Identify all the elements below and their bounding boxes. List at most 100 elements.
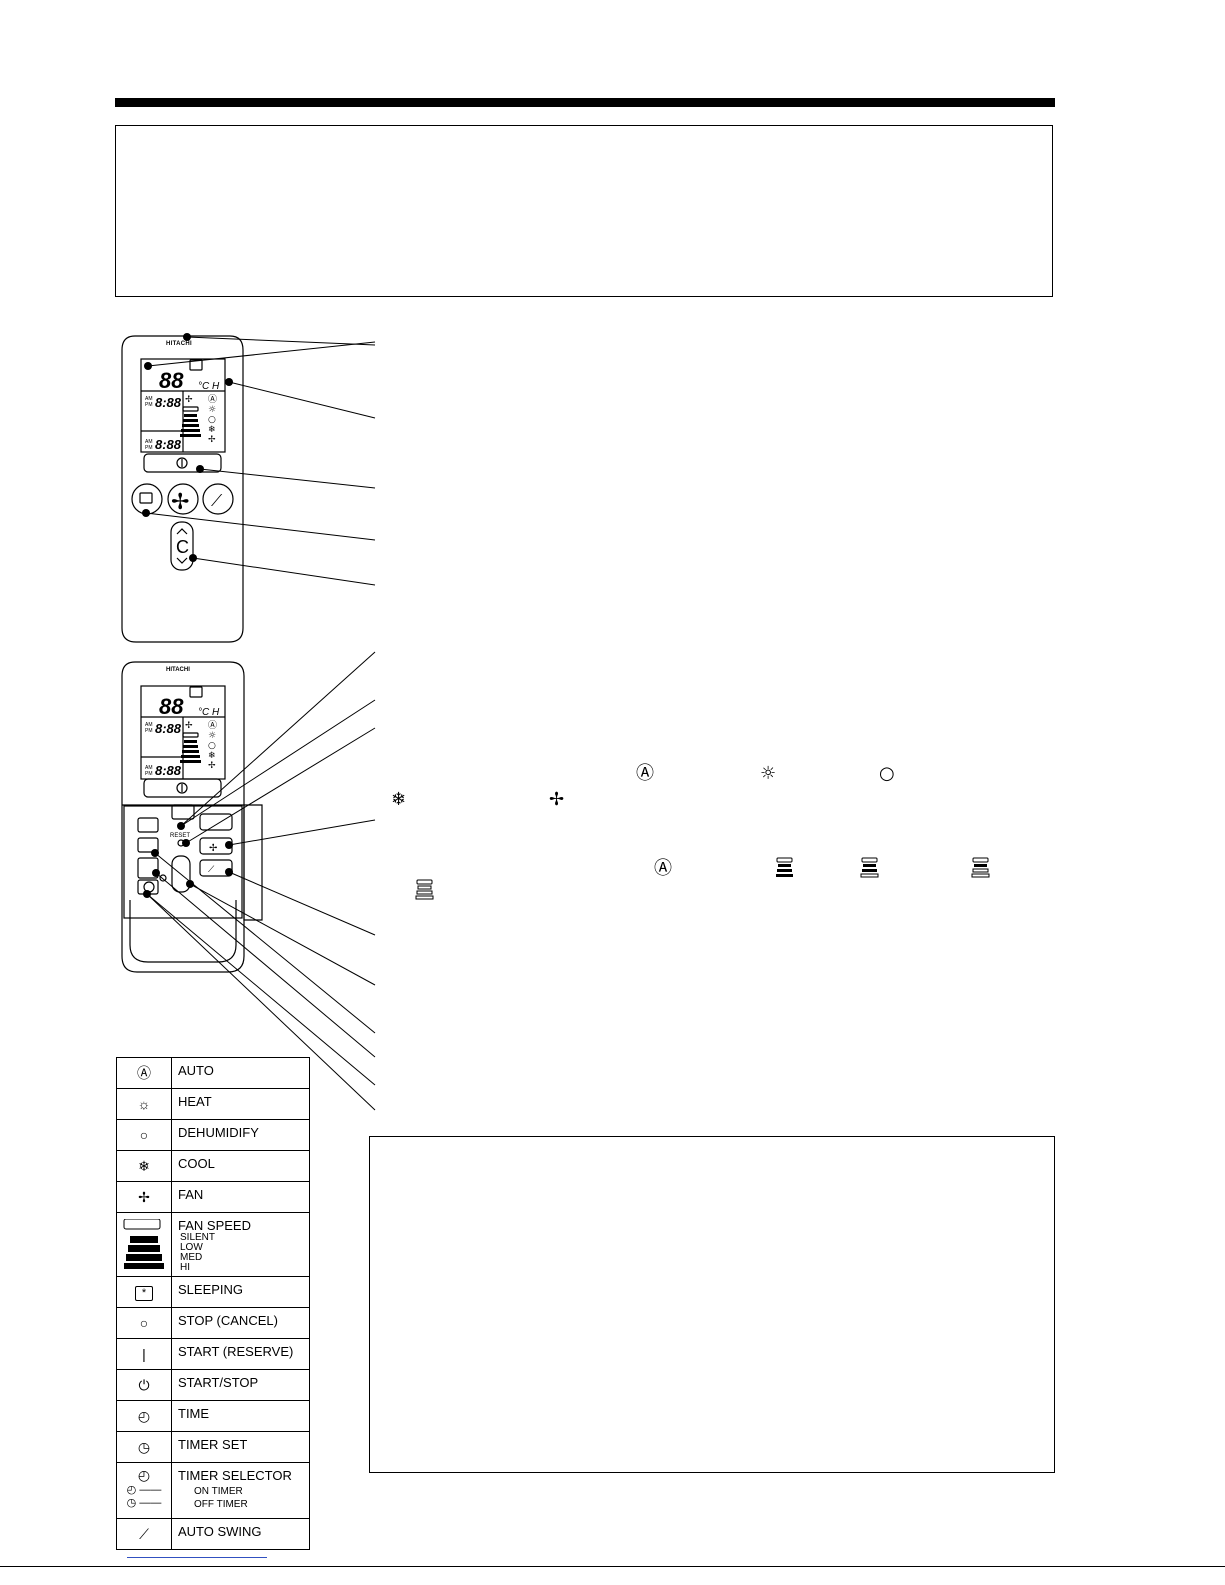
svg-text:Ⓐ: Ⓐ [208, 720, 217, 731]
legend-row: * SLEEPING [116, 1276, 310, 1308]
svg-text:°C H: °C H [198, 707, 220, 718]
legend-label: FAN [171, 1181, 310, 1213]
fan-icon: ✢ [116, 1181, 172, 1213]
dehumidify-icon: ○ [116, 1119, 172, 1151]
header-rule [115, 98, 1055, 107]
svg-text:AM: AM [145, 396, 153, 402]
svg-text:⟋: ⟋ [208, 865, 215, 875]
svg-text:✢: ✢ [171, 490, 189, 515]
legend-row: ❄ COOL [116, 1150, 310, 1182]
legend-label: TIMER SELECTOR ON TIMER OFF TIMER [171, 1462, 310, 1519]
inline-cool-icon: ❄ [391, 789, 406, 810]
legend-label: COOL [171, 1150, 310, 1182]
legend-row: ◴ TIME [116, 1400, 310, 1432]
stop-icon: ○ [116, 1307, 172, 1339]
svg-text:PM: PM [145, 728, 153, 734]
auto-swing-icon: ⟋ [116, 1518, 172, 1550]
inline-heat-icon: ☼ [760, 763, 776, 784]
footer-link-underline [127, 1557, 267, 1558]
svg-text:⟋: ⟋ [211, 491, 223, 510]
fan-speed-hi: HI [180, 1262, 190, 1273]
legend-label: DEHUMIDIFY [171, 1119, 310, 1151]
timer-selector-icon: ◴ ◴ —— ◷ —— [116, 1462, 172, 1519]
legend-row: ✢ FAN [116, 1181, 310, 1213]
legend-row: ☼ HEAT [116, 1088, 310, 1120]
svg-text:✢: ✢ [185, 721, 193, 731]
timer-selector-label: TIMER SELECTOR [178, 1468, 292, 1483]
fan-speed-icon [116, 1212, 172, 1277]
legend-row: FAN SPEED SILENT LOW MED HI [116, 1212, 310, 1277]
legend-row: ◴ ◴ —— ◷ —— TIMER SELECTOR ON TIMER OFF … [116, 1462, 310, 1519]
on-timer-icon: ◴ —— [126, 1484, 162, 1496]
svg-text:AM: AM [145, 722, 153, 728]
legend-row: | START (RESERVE) [116, 1338, 310, 1370]
inline-dehumidify-icon: ○ [879, 763, 895, 784]
timer-set-icon: ◷ [116, 1431, 172, 1463]
inline-fan-icon: ✢ [549, 789, 564, 810]
svg-text:AM: AM [145, 439, 153, 445]
svg-text:PM: PM [145, 771, 153, 777]
legend-row: ◷ TIMER SET [116, 1431, 310, 1463]
fan-speed-label: FAN SPEED [178, 1218, 251, 1233]
inline-auto-icon: Ⓐ [636, 763, 654, 784]
legend-label: FAN SPEED SILENT LOW MED HI [171, 1212, 310, 1277]
legend-label: HEAT [171, 1088, 310, 1120]
heat-icon: ☼ [116, 1088, 172, 1120]
legend-row: ⏻ START/STOP [116, 1369, 310, 1401]
cool-icon: ❄ [116, 1150, 172, 1182]
svg-text:Ⓐ: Ⓐ [208, 394, 217, 405]
svg-text:☼: ☼ [208, 405, 216, 415]
fan-speed-silent: SILENT [180, 1232, 216, 1243]
legend-label: STOP (CANCEL) [171, 1307, 310, 1339]
lcd-temp-2: 88 [159, 694, 184, 719]
intro-frame [115, 125, 1053, 297]
legend-label: SLEEPING [171, 1276, 310, 1308]
svg-text:C: C [176, 537, 189, 557]
remote-closed-body [121, 335, 244, 643]
fan-speed-low: LOW [180, 1242, 203, 1253]
svg-text:○: ○ [208, 741, 216, 751]
svg-text:☼: ☼ [208, 731, 216, 741]
on-timer-label: ON TIMER [194, 1486, 243, 1497]
start-icon: | [116, 1338, 172, 1370]
svg-text:✢: ✢ [185, 395, 193, 405]
symbol-legend: Ⓐ AUTO ☼ HEAT ○ DEHUMIDIFY ❄ COOL ✢ FAN … [116, 1057, 310, 1550]
off-timer-icon: ◷ —— [126, 1497, 162, 1509]
legend-label: TIMER SET [171, 1431, 310, 1463]
svg-text:✢: ✢ [208, 761, 216, 771]
legend-label: TIME [171, 1400, 310, 1432]
auto-mode-icon: Ⓐ [116, 1057, 172, 1089]
svg-text:❄: ❄ [208, 751, 216, 761]
remote-open-body [121, 661, 245, 973]
legend-label: AUTO [171, 1057, 310, 1089]
legend-label: AUTO SWING [171, 1518, 310, 1550]
svg-text:AM: AM [145, 765, 153, 771]
brand-label-1: HITACHI [166, 341, 192, 347]
svg-text:✢: ✢ [208, 435, 216, 445]
off-timer-label: OFF TIMER [194, 1499, 248, 1510]
svg-text:8:88: 8:88 [155, 721, 182, 736]
legend-row: Ⓐ AUTO [116, 1057, 310, 1089]
time-icon: ◴ [116, 1400, 172, 1432]
notes-frame [369, 1136, 1055, 1473]
sleeping-icon: * [116, 1276, 172, 1308]
inline-auto-speed-icon: Ⓐ [654, 858, 672, 879]
svg-text:8:88: 8:88 [155, 395, 182, 410]
inline-fan-speed-icons [415, 857, 990, 900]
footer-rule [0, 1566, 1225, 1567]
reset-label: RESET [170, 833, 190, 839]
legend-row: ○ STOP (CANCEL) [116, 1307, 310, 1339]
svg-text:8:88: 8:88 [155, 763, 182, 778]
start-stop-icon: ⏻ [116, 1369, 172, 1401]
brand-label-2: HITACHI [166, 667, 190, 673]
svg-text:°C H: °C H [198, 381, 220, 392]
fan-speed-med: MED [180, 1252, 203, 1263]
svg-text:❄: ❄ [208, 425, 216, 435]
legend-label: START/STOP [171, 1369, 310, 1401]
svg-text:✢: ✢ [209, 843, 217, 854]
legend-row: ⟋ AUTO SWING [116, 1518, 310, 1550]
svg-text:○: ○ [208, 415, 216, 425]
svg-text:8:88: 8:88 [155, 437, 182, 452]
svg-text:PM: PM [145, 445, 153, 451]
